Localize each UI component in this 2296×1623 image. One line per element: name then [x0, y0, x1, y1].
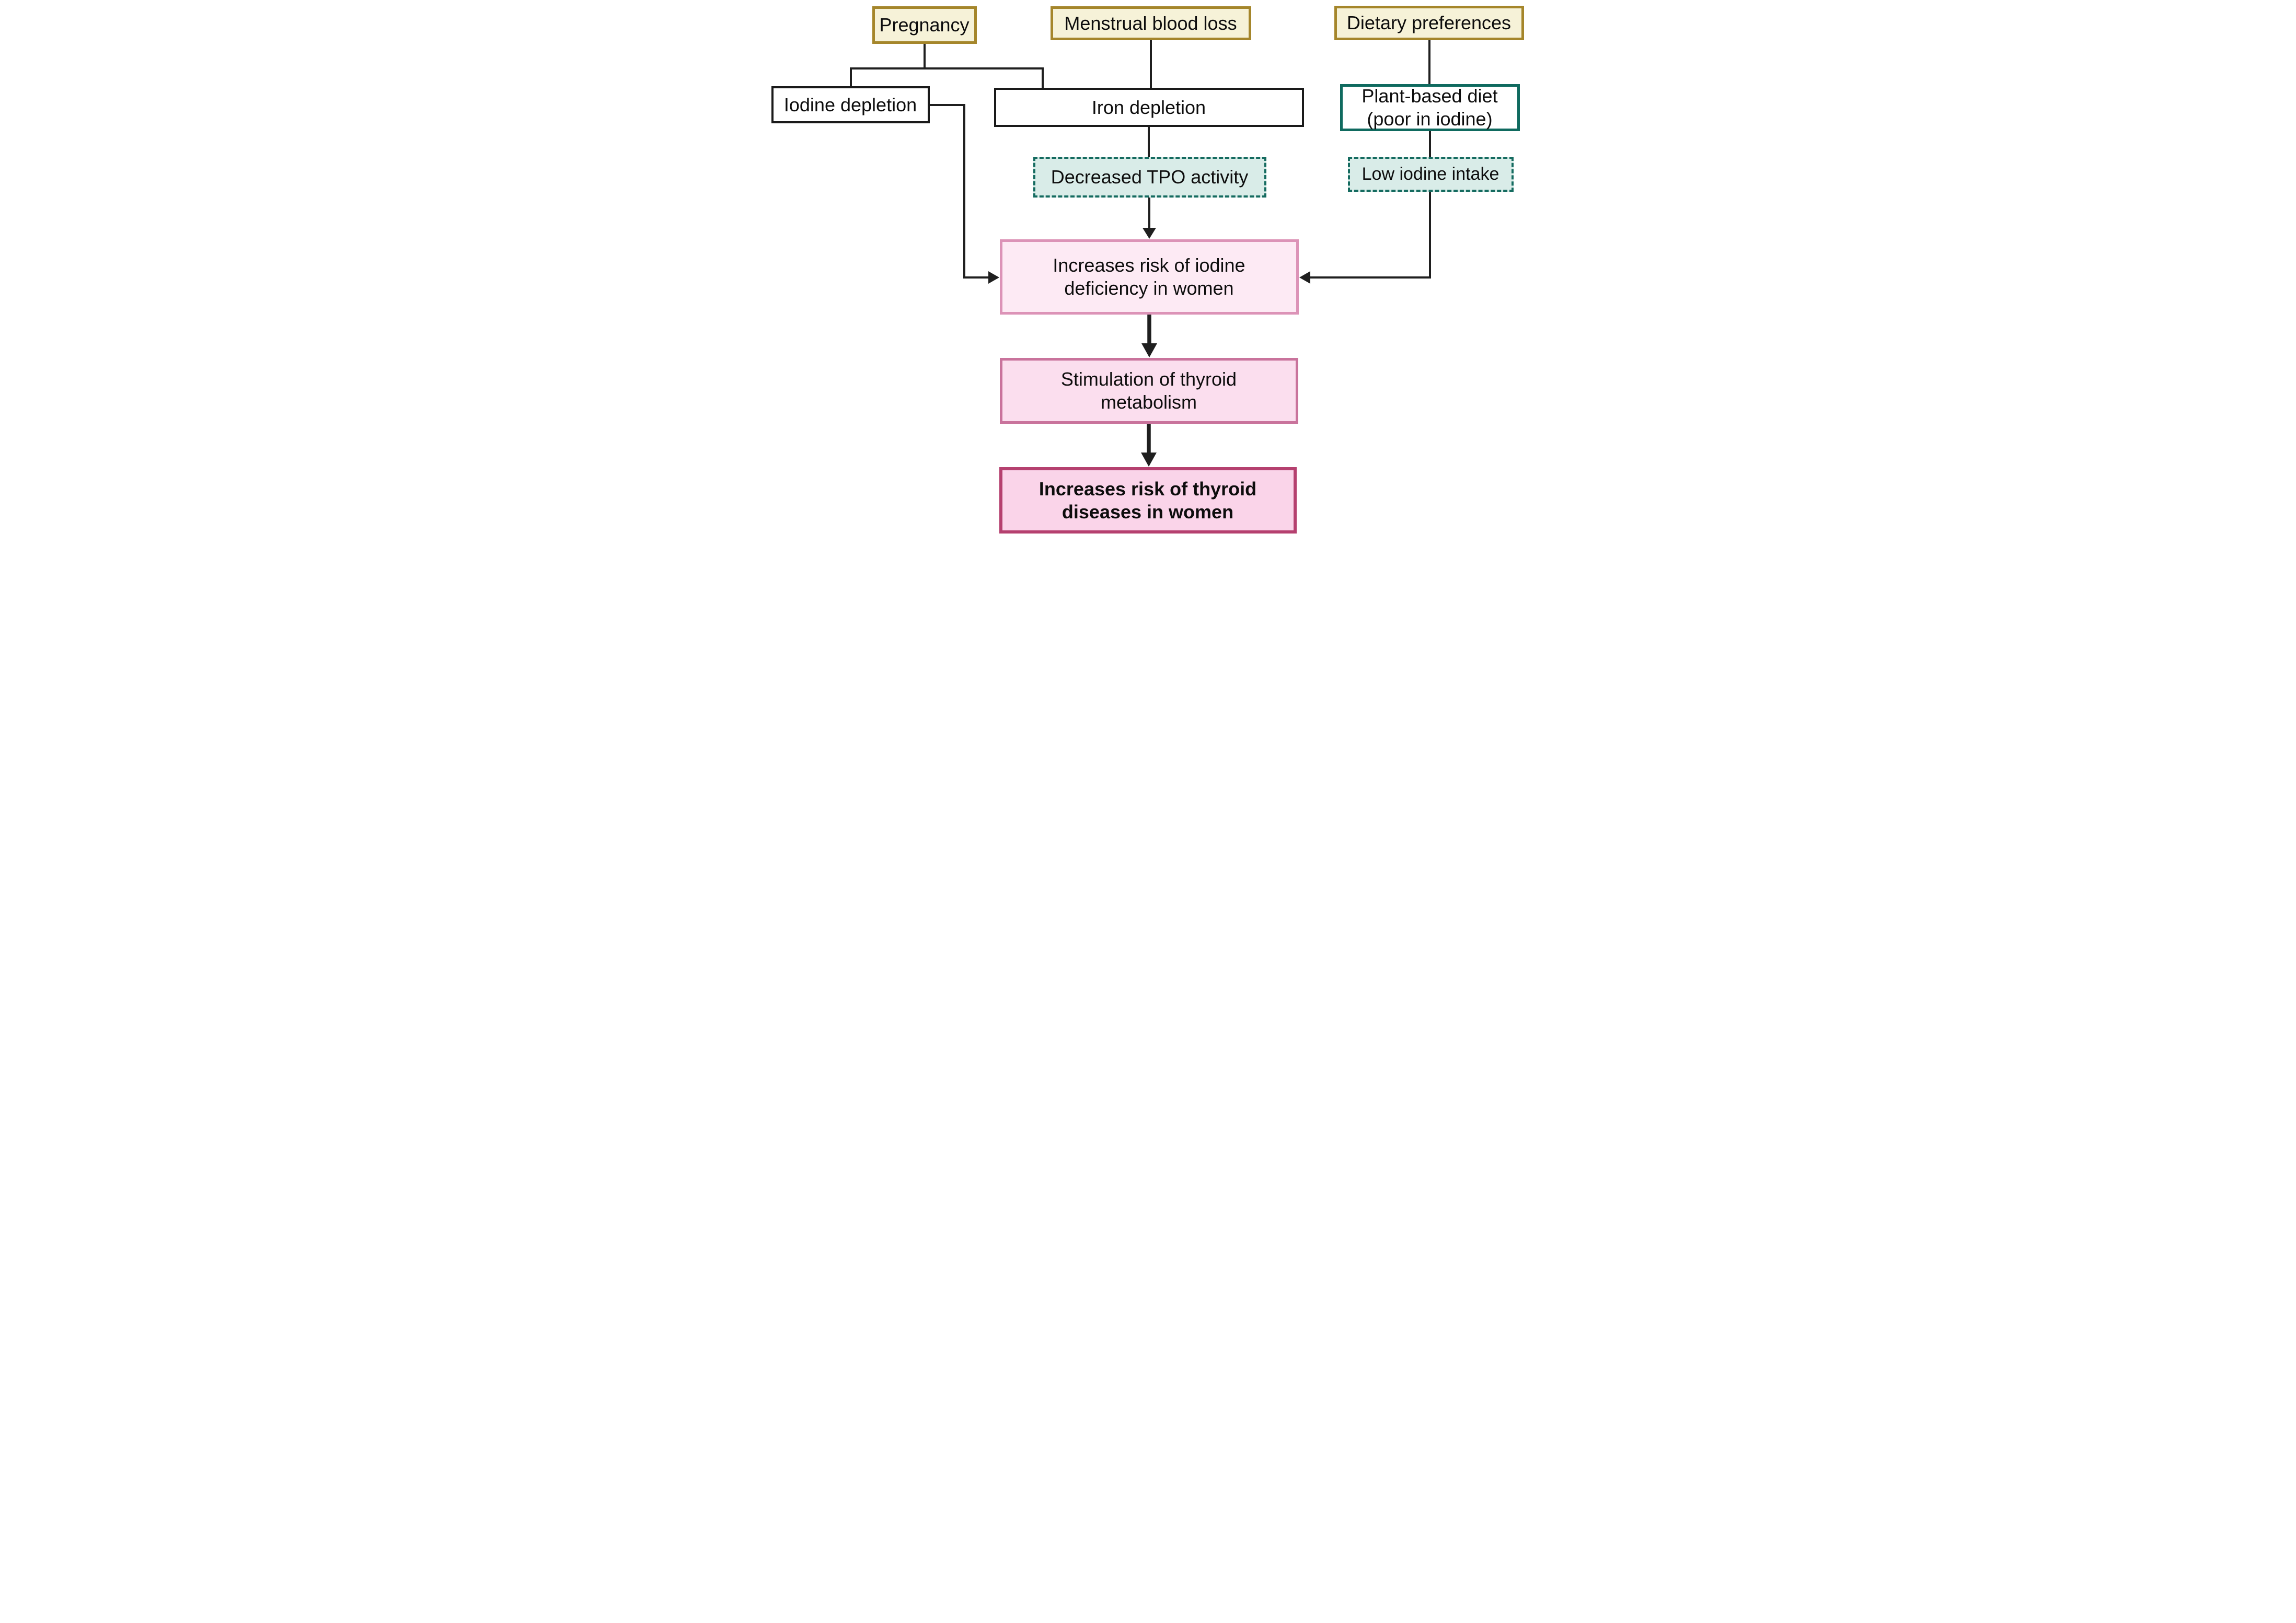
node-thyroid-disease-risk-label: Increases risk of thyroid diseases in wo… — [1039, 478, 1257, 523]
arrowhead-thick-2 — [1140, 453, 1157, 467]
node-plant-based-diet-label: Plant-based diet (poor in iodine) — [1362, 85, 1498, 130]
node-decreased-tpo-activity: Decreased TPO activity — [1033, 157, 1266, 198]
node-iodine-depletion-label: Iodine depletion — [783, 94, 917, 115]
node-dietary-preferences-label: Dietary preferences — [1346, 12, 1512, 34]
node-iodine-deficiency-risk-label: Increases risk of iodine deficiency in w… — [1053, 254, 1245, 299]
node-thyroid-disease-risk: Increases risk of thyroid diseases in wo… — [999, 467, 1297, 534]
node-pregnancy-label: Pregnancy — [879, 14, 970, 36]
arrowhead-right-into-box — [1299, 271, 1310, 284]
node-low-iodine-intake-label: Low iodine intake — [1362, 164, 1499, 184]
node-low-iodine-intake: Low iodine intake — [1347, 157, 1514, 192]
node-plant-based-diet: Plant-based diet (poor in iodine) — [1340, 84, 1520, 131]
edge-low-iodine-to-iodine-deficiency — [1308, 191, 1431, 279]
arrowhead-thick-1 — [1141, 343, 1157, 357]
node-iodine-depletion: Iodine depletion — [771, 86, 930, 123]
node-iron-depletion-label: Iron depletion — [1091, 96, 1206, 118]
arrowhead-tpo-down — [1142, 228, 1156, 239]
edge-iodine-depletion-to-iodine-deficiency — [928, 104, 990, 279]
flowchart-canvas: Pregnancy Menstrual blood loss Dietary p… — [765, 0, 1531, 541]
node-dietary-preferences: Dietary preferences — [1334, 6, 1524, 40]
node-menstrual-blood-loss-label: Menstrual blood loss — [1064, 12, 1237, 34]
node-decreased-tpo-activity-label: Decreased TPO activity — [1051, 166, 1249, 188]
node-pregnancy: Pregnancy — [872, 6, 977, 44]
node-stimulation-thyroid-metabolism: Stimulation of thyroid metabolism — [999, 358, 1298, 424]
node-stimulation-thyroid-metabolism-label: Stimulation of thyroid metabolism — [1060, 368, 1237, 413]
node-iron-depletion: Iron depletion — [994, 88, 1304, 127]
arrowhead-left-into-box — [988, 271, 999, 284]
node-iodine-deficiency-risk: Increases risk of iodine deficiency in w… — [999, 239, 1299, 315]
node-menstrual-blood-loss: Menstrual blood loss — [1050, 6, 1251, 40]
